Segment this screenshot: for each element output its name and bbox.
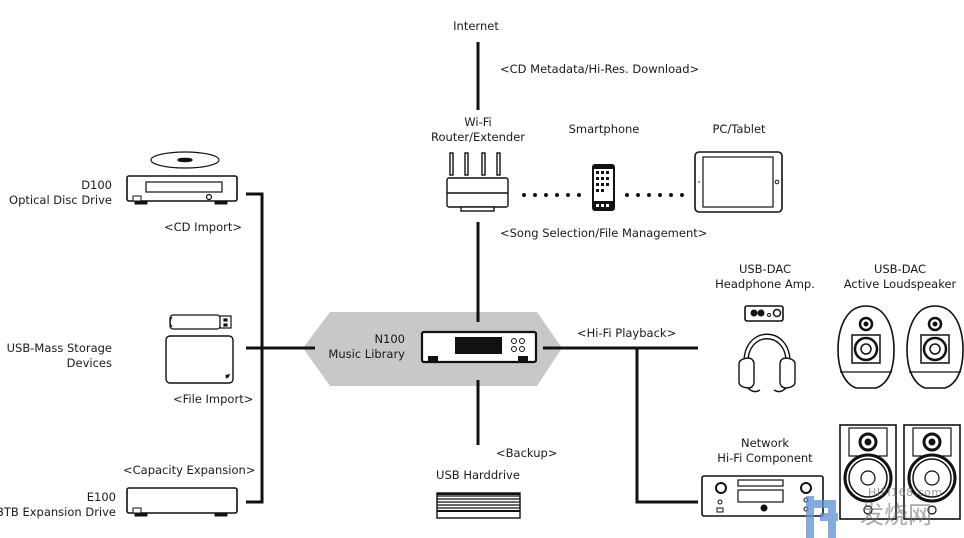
backup-label: <Backup>	[496, 446, 558, 460]
watermark-logo-icon	[806, 496, 838, 538]
watermark-latin: HIFI168.com	[868, 486, 943, 499]
bookshelf-speaker-left-icon	[839, 424, 897, 520]
usb-dac-headphone-label: USB-DAC Headphone Amp.	[715, 262, 815, 292]
router-label-line2: Router/Extender	[430, 130, 526, 144]
network-hifi-component-icon	[701, 475, 824, 517]
n100-hub-label: N100 Music Library	[328, 332, 405, 362]
network-hifi-line2: Hi-Fi Component	[717, 451, 813, 465]
router-connection-label: <Song Selection/File Management>	[500, 226, 708, 240]
wireless-link-router-phone	[522, 193, 581, 197]
router-label-line1: Wi-Fi	[464, 115, 492, 129]
cd-import-label: <CD Import>	[164, 220, 242, 234]
usb-mass-storage-label: USB-Mass Storage Devices	[7, 341, 112, 371]
e100-name: 3TB Expansion Drive	[0, 505, 116, 519]
bookshelf-speaker-right-icon	[903, 424, 961, 520]
external-drive-icon	[165, 335, 234, 384]
usb-dac-headphone-line1: USB-DAC	[738, 262, 792, 276]
wireless-link-phone-tablet	[625, 193, 684, 197]
e100-drive-icon	[126, 487, 238, 517]
usb-mass-storage-line1: USB-Mass Storage	[6, 341, 112, 355]
usb-dac-loudspeaker-label: USB-DAC Active Loudspeaker	[844, 262, 957, 292]
usb-dac-loudspeaker-line2: Active Loudspeaker	[843, 277, 957, 291]
hifi-playback-label: <Hi-Fi Playback>	[577, 326, 677, 340]
e100-model: E100	[86, 490, 116, 504]
headphones-icon	[738, 333, 796, 393]
watermark-cjk: 发烧网	[860, 501, 932, 529]
smartphone-label: Smartphone	[568, 122, 640, 136]
usb-mass-storage-line2: Devices	[66, 356, 112, 370]
internet-label: Internet	[453, 19, 499, 33]
active-speaker-left-icon	[837, 305, 895, 389]
usb-stick-icon	[169, 314, 232, 330]
d100-model: D100	[81, 178, 112, 192]
n100-name: Music Library	[328, 347, 405, 361]
file-import-label: <File Import>	[173, 392, 254, 406]
pc-tablet-label: PC/Tablet	[712, 122, 766, 136]
d100-label: D100 Optical Disc Drive	[9, 178, 112, 208]
internet-connection-label: <CD Metadata/Hi-Res. Download>	[500, 62, 700, 76]
usb-dac-amp-icon	[744, 305, 784, 322]
capacity-expansion-label: <Capacity Expansion>	[123, 463, 256, 477]
smartphone-icon	[592, 164, 615, 211]
tablet-icon	[694, 151, 783, 213]
usb-dac-loudspeaker-line1: USB-DAC	[873, 262, 927, 276]
n100-device-icon	[420, 330, 538, 364]
usb-harddrive-icon	[436, 492, 521, 519]
e100-label: E100 3TB Expansion Drive	[0, 490, 116, 520]
usb-harddrive-label: USB Harddrive	[436, 468, 520, 482]
d100-drive-icon	[126, 175, 238, 205]
cd-disc-icon	[150, 151, 220, 169]
network-hifi-line1: Network	[740, 436, 790, 450]
active-speaker-right-icon	[906, 305, 964, 389]
usb-dac-headphone-line2: Headphone Amp.	[715, 277, 815, 291]
router-label: Wi-Fi Router/Extender	[431, 115, 525, 145]
d100-name: Optical Disc Drive	[9, 193, 112, 207]
n100-model: N100	[374, 332, 405, 346]
router-icon	[446, 152, 509, 212]
line-playback-branch	[635, 348, 698, 504]
network-hifi-label: Network Hi-Fi Component	[717, 436, 812, 466]
